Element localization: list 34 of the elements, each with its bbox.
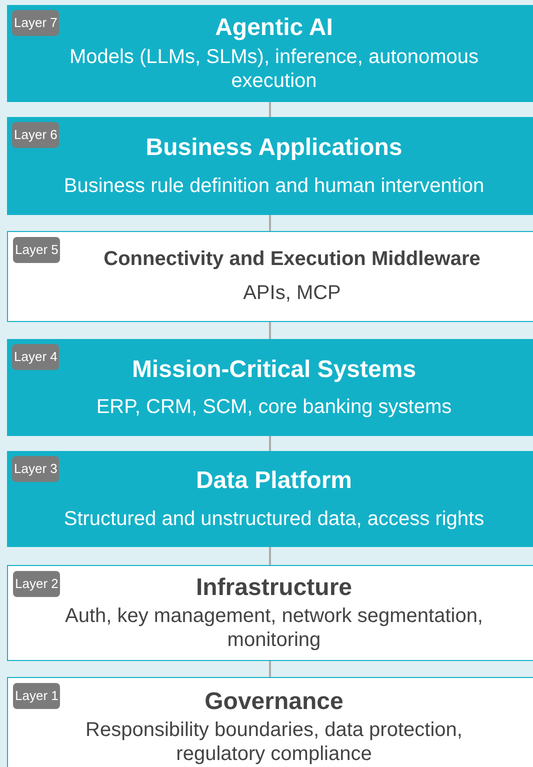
connector-line	[269, 436, 271, 451]
layer-title: Business Applications	[146, 134, 402, 162]
layer-description: Business rule definition and human intervention	[64, 174, 484, 198]
layer-badge: Layer 3	[12, 456, 60, 482]
layer-badge: Layer 5	[13, 237, 60, 263]
connector-line	[269, 102, 271, 117]
connector-line	[269, 215, 271, 231]
layer-description: Auth, key management, network segmentation, monitoring	[64, 604, 484, 652]
layer-description: APIs, MCP	[243, 281, 341, 305]
layer-description: Models (LLMs, SLMs), inference, autonomous execution	[68, 45, 480, 94]
layer-box	[7, 677, 533, 767]
connector-line	[269, 661, 271, 677]
layer-box	[7, 231, 533, 322]
layer-title: Governance	[204, 688, 344, 716]
layer-box	[7, 117, 533, 215]
layer-box	[7, 565, 533, 661]
layer-title: Agentic AI	[215, 14, 333, 42]
layer-title: Infrastructure	[196, 574, 352, 602]
layer-description: ERP, CRM, SCM, core banking systems	[96, 395, 452, 420]
layer-badge: Layer 7	[12, 10, 60, 36]
layer-title: Connectivity and Execution Middleware	[104, 248, 480, 271]
layer-badge: Layer 1	[13, 683, 60, 709]
layer-badge: Layer 6	[12, 122, 60, 148]
layer-title: Data Platform	[196, 467, 352, 495]
layer-box	[7, 5, 533, 102]
layer-box	[7, 451, 533, 547]
connector-line	[269, 322, 271, 339]
layer-badge: Layer 4	[12, 344, 60, 370]
layer-box	[7, 339, 533, 436]
connector-line	[269, 547, 271, 565]
layer-description: Structured and unstructured data, access rights	[64, 506, 484, 531]
layer-badge: Layer 2	[13, 571, 60, 597]
layer-description: Responsibility boundaries, data protection, regulatory compliance	[84, 718, 464, 766]
layer-title: Mission-Critical Systems	[132, 356, 416, 384]
